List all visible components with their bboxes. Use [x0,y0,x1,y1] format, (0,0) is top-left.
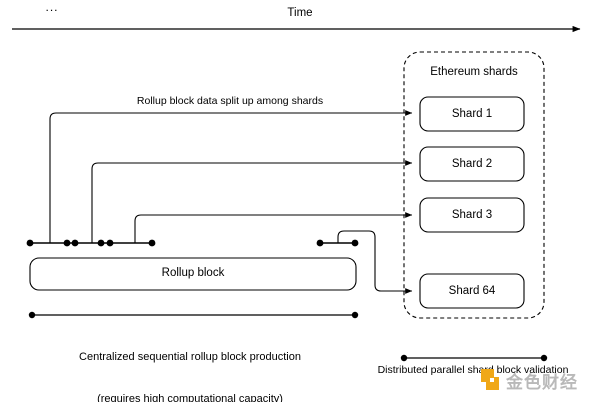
rollup-block-label: Rollup block [161,267,225,279]
shard-box-64 [419,273,525,309]
right-span-line [400,354,548,362]
segment-dot [316,239,324,247]
left-span-line [28,311,359,319]
shard-label-64: Shard 64 [448,285,496,297]
shard-box-2 [419,146,525,182]
shard-box-3 [419,197,525,233]
shard-box-1 [419,96,525,132]
shard-ellipsis: ... [45,0,59,14]
segment-dot [97,239,105,247]
segment-dot [351,239,359,247]
left-caption: Centralized sequential rollup block prod… [20,322,360,402]
shard-label-2: Shard 2 [451,158,493,170]
connector-to-shard-3 [134,212,413,243]
time-axis-label: Time [287,7,313,19]
segment-dot [26,239,34,247]
ethereum-shards-title: Ethereum shards [430,66,518,78]
right-caption: Distributed parallel shard block validat… [377,364,569,376]
segment-dot [63,239,71,247]
left-caption-line1: Centralized sequential rollup block prod… [79,351,301,363]
shard-label-1: Shard 1 [451,108,493,120]
left-caption-line2: (requires high computational capacity) [97,393,283,402]
rollup-segment-bar [26,239,359,247]
shard-label-3: Shard 3 [451,209,493,221]
segment-dot [71,239,79,247]
connector-to-shard-64 [337,230,413,294]
rollup-block-box [29,257,357,291]
connector-to-shard-1 [49,110,413,243]
shard-boxes [419,96,525,309]
flow-description-label: Rollup block data split up among shards [136,95,324,107]
segment-dot [106,239,114,247]
connector-to-shard-2 [91,160,413,243]
segment-dot [148,239,156,247]
